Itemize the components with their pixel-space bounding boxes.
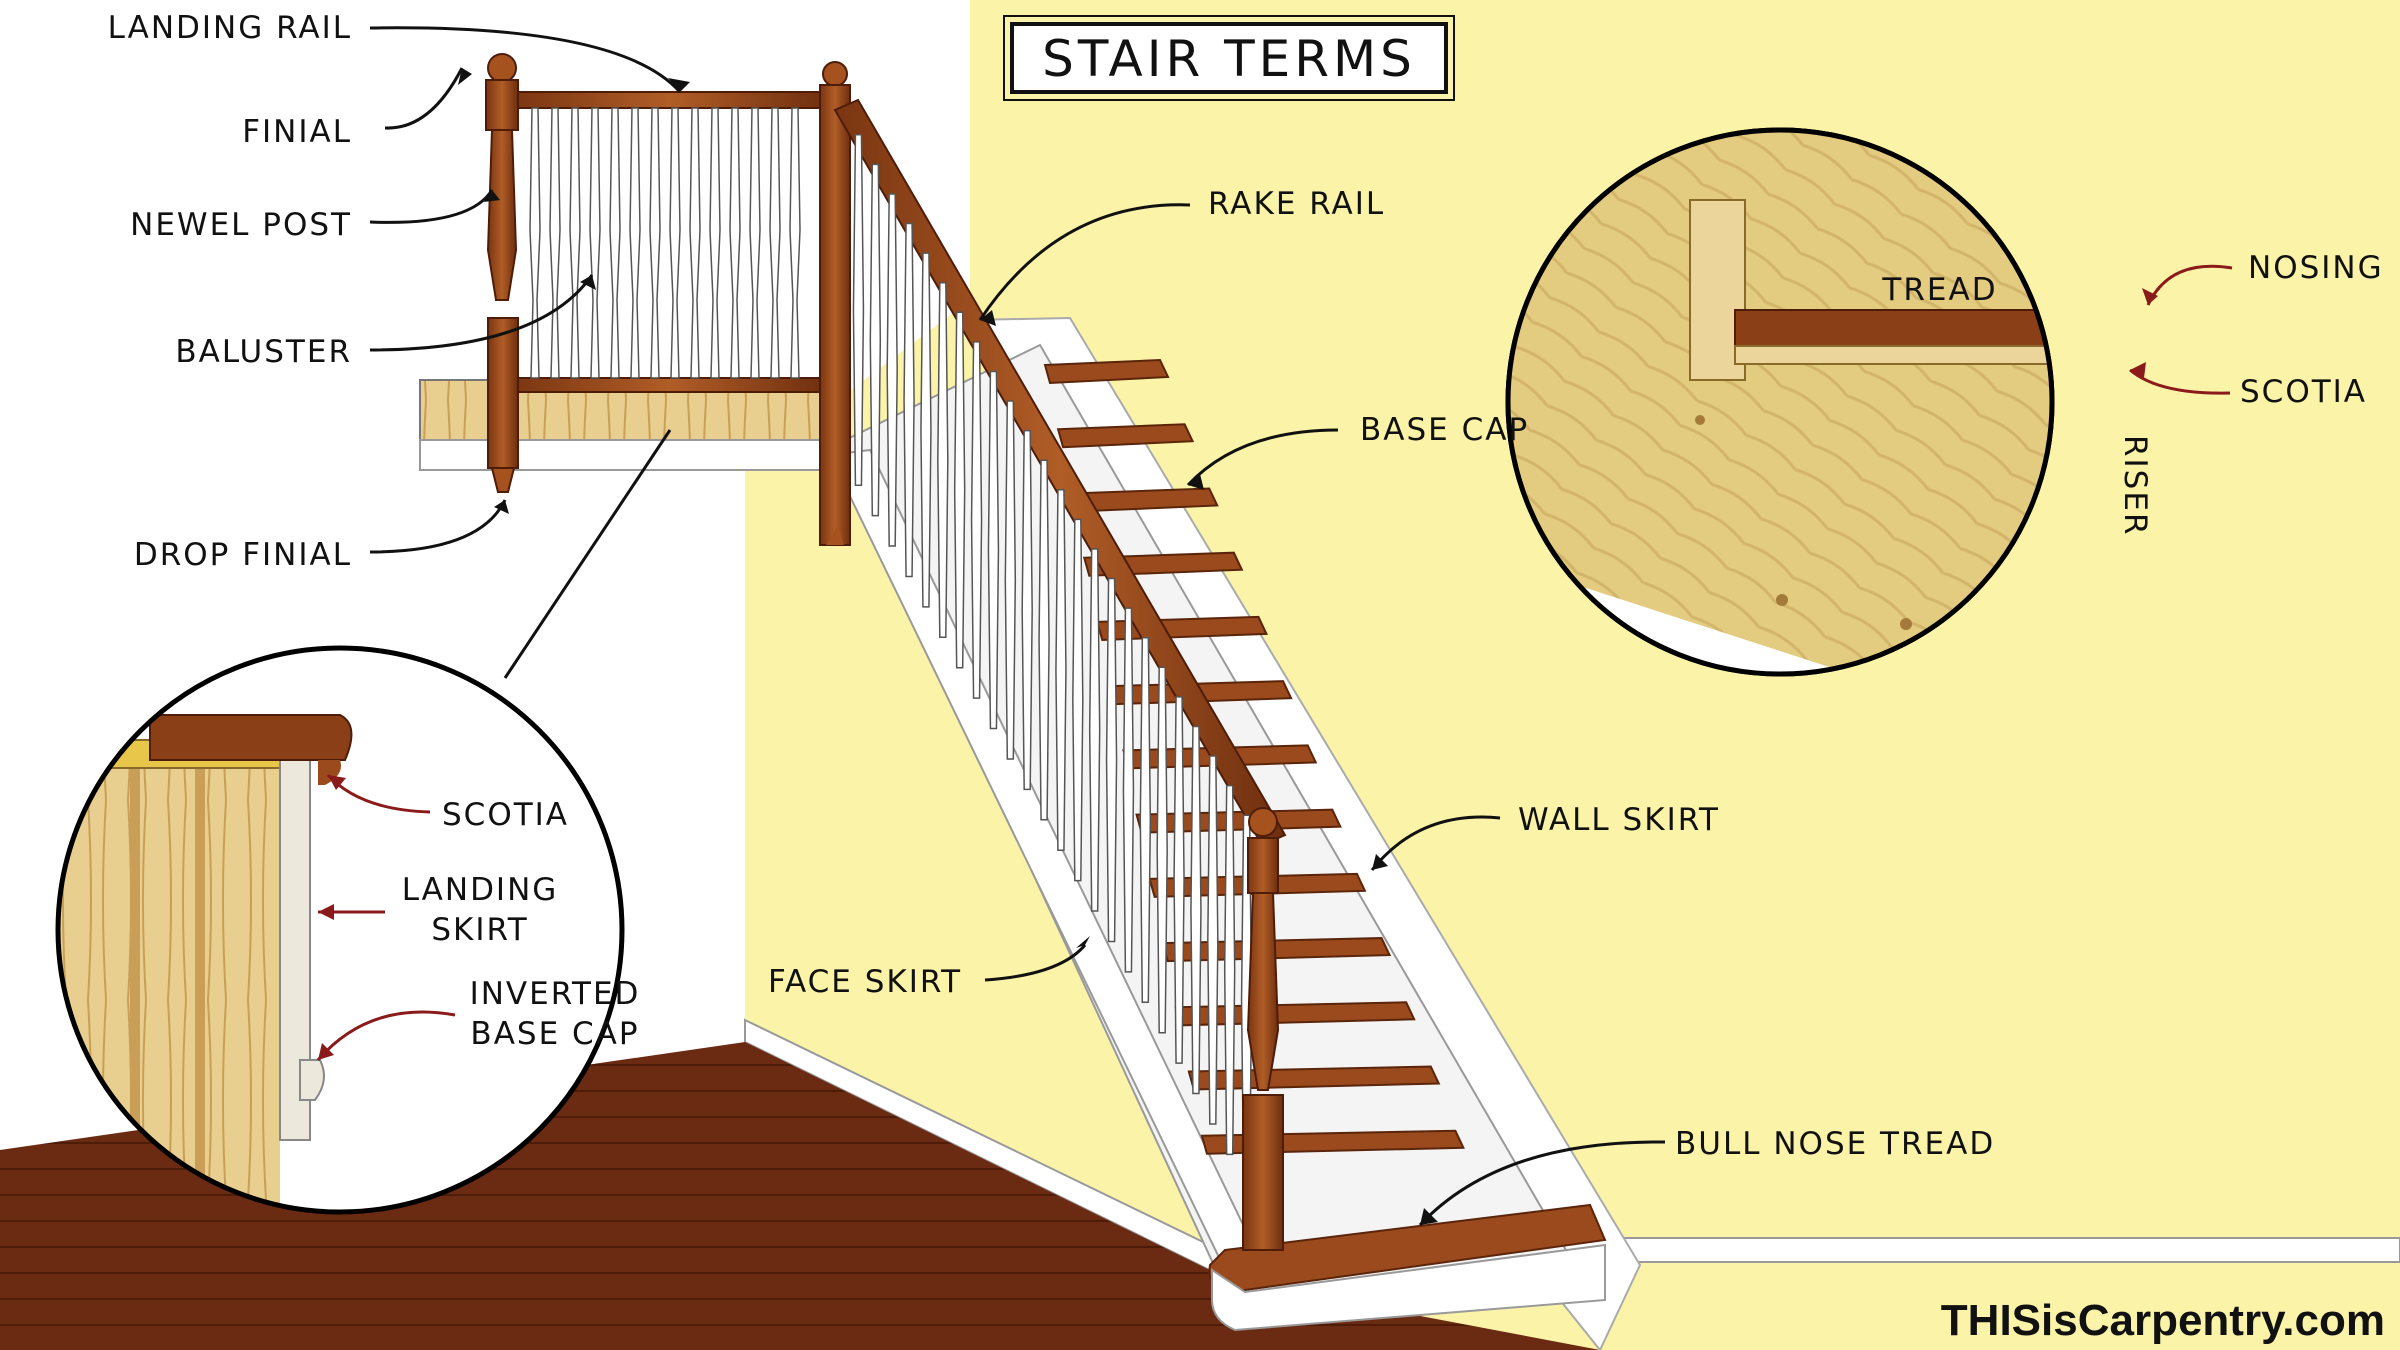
baluster [1122,607,1135,973]
landing-detail-circle [55,645,625,1215]
detail-connector [503,429,672,679]
baluster [709,107,721,379]
label-bull-nose-tread: BULL NOSE TREAD [1675,1126,1995,1162]
baluster [669,107,681,379]
landing-balusters [529,107,801,379]
baluster [1072,518,1084,882]
brand-logo-text: THISisCarpentry.com [1941,1296,2385,1345]
baluster [903,222,915,578]
baluster [789,107,801,379]
baluster [609,107,621,379]
baluster [1223,784,1236,1156]
label-rake-rail: RAKE RAIL [1208,186,1385,222]
landing-rail [509,91,831,109]
leader-lines-red [316,264,2233,1061]
baluster [529,107,541,379]
label-tread: TREAD [1881,272,1997,308]
labels: LANDING RAIL FINIAL NEWEL POST BALUSTER … [108,10,2384,1162]
title-box: STAIR TERMS [1003,15,1455,101]
baluster [852,134,865,486]
drop-finial [490,467,516,493]
baluster [689,107,701,379]
baluster [937,281,949,639]
baluster [629,107,641,379]
label-wall-skirt: WALL SKIRT [1518,802,1720,838]
label-nosing: NOSING [2248,250,2384,286]
baluster [1190,725,1202,1095]
baluster [589,107,601,379]
rake-rail [833,98,1287,847]
label-landing-skirt-1: LANDING [402,872,559,908]
label-finial: FINIAL [242,114,352,150]
label-drop-finial: DROP FINIAL [134,537,352,573]
label-riser: RISER [2117,435,2153,537]
baluster [920,252,932,608]
landing [419,53,851,546]
stair-tread [1043,358,1170,385]
stair-tread [1056,423,1195,449]
label-landing-skirt-2: SKIRT [431,912,528,948]
stair-balusters [852,134,1253,1186]
label-scotia-right: SCOTIA [2240,374,2367,410]
baluster [987,370,1000,730]
label-face-skirt: FACE SKIRT [768,964,962,1000]
baluster [953,311,966,669]
baluster [749,107,761,379]
tread-detail-circle [1505,127,2055,677]
baluster [1156,666,1168,1034]
baluster [886,193,898,547]
baluster [1173,696,1185,1064]
leader-lines [369,26,1666,1227]
baluster [970,341,983,699]
newel-post-middle [819,61,851,546]
label-base-cap: BASE CAP [1360,412,1529,448]
baluster [1038,459,1050,821]
label-newel-post: NEWEL POST [130,207,352,243]
baluster [1055,489,1067,851]
finial [487,53,517,83]
newel-post-landing [485,53,519,493]
label-baluster: BALUSTER [175,334,352,370]
baluster [1139,636,1152,1004]
baluster [1004,400,1017,760]
label-inverted-base-cap-2: BASE CAP [470,1016,639,1052]
baluster [1021,429,1033,791]
baluster [769,107,781,379]
baluster [649,107,661,379]
baluster [1105,577,1118,943]
baluster [729,107,741,379]
label-scotia-left: SCOTIA [442,797,569,833]
baluster [1088,548,1101,912]
baluster [549,107,561,379]
newel-post-bottom [1242,807,1284,1251]
label-landing-rail: LANDING RAIL [108,10,352,46]
baluster [569,107,581,379]
page-title: STAIR TERMS [1042,30,1416,88]
baluster [869,163,882,517]
label-inverted-base-cap-1: INVERTED [470,976,641,1012]
baluster [1207,755,1219,1125]
